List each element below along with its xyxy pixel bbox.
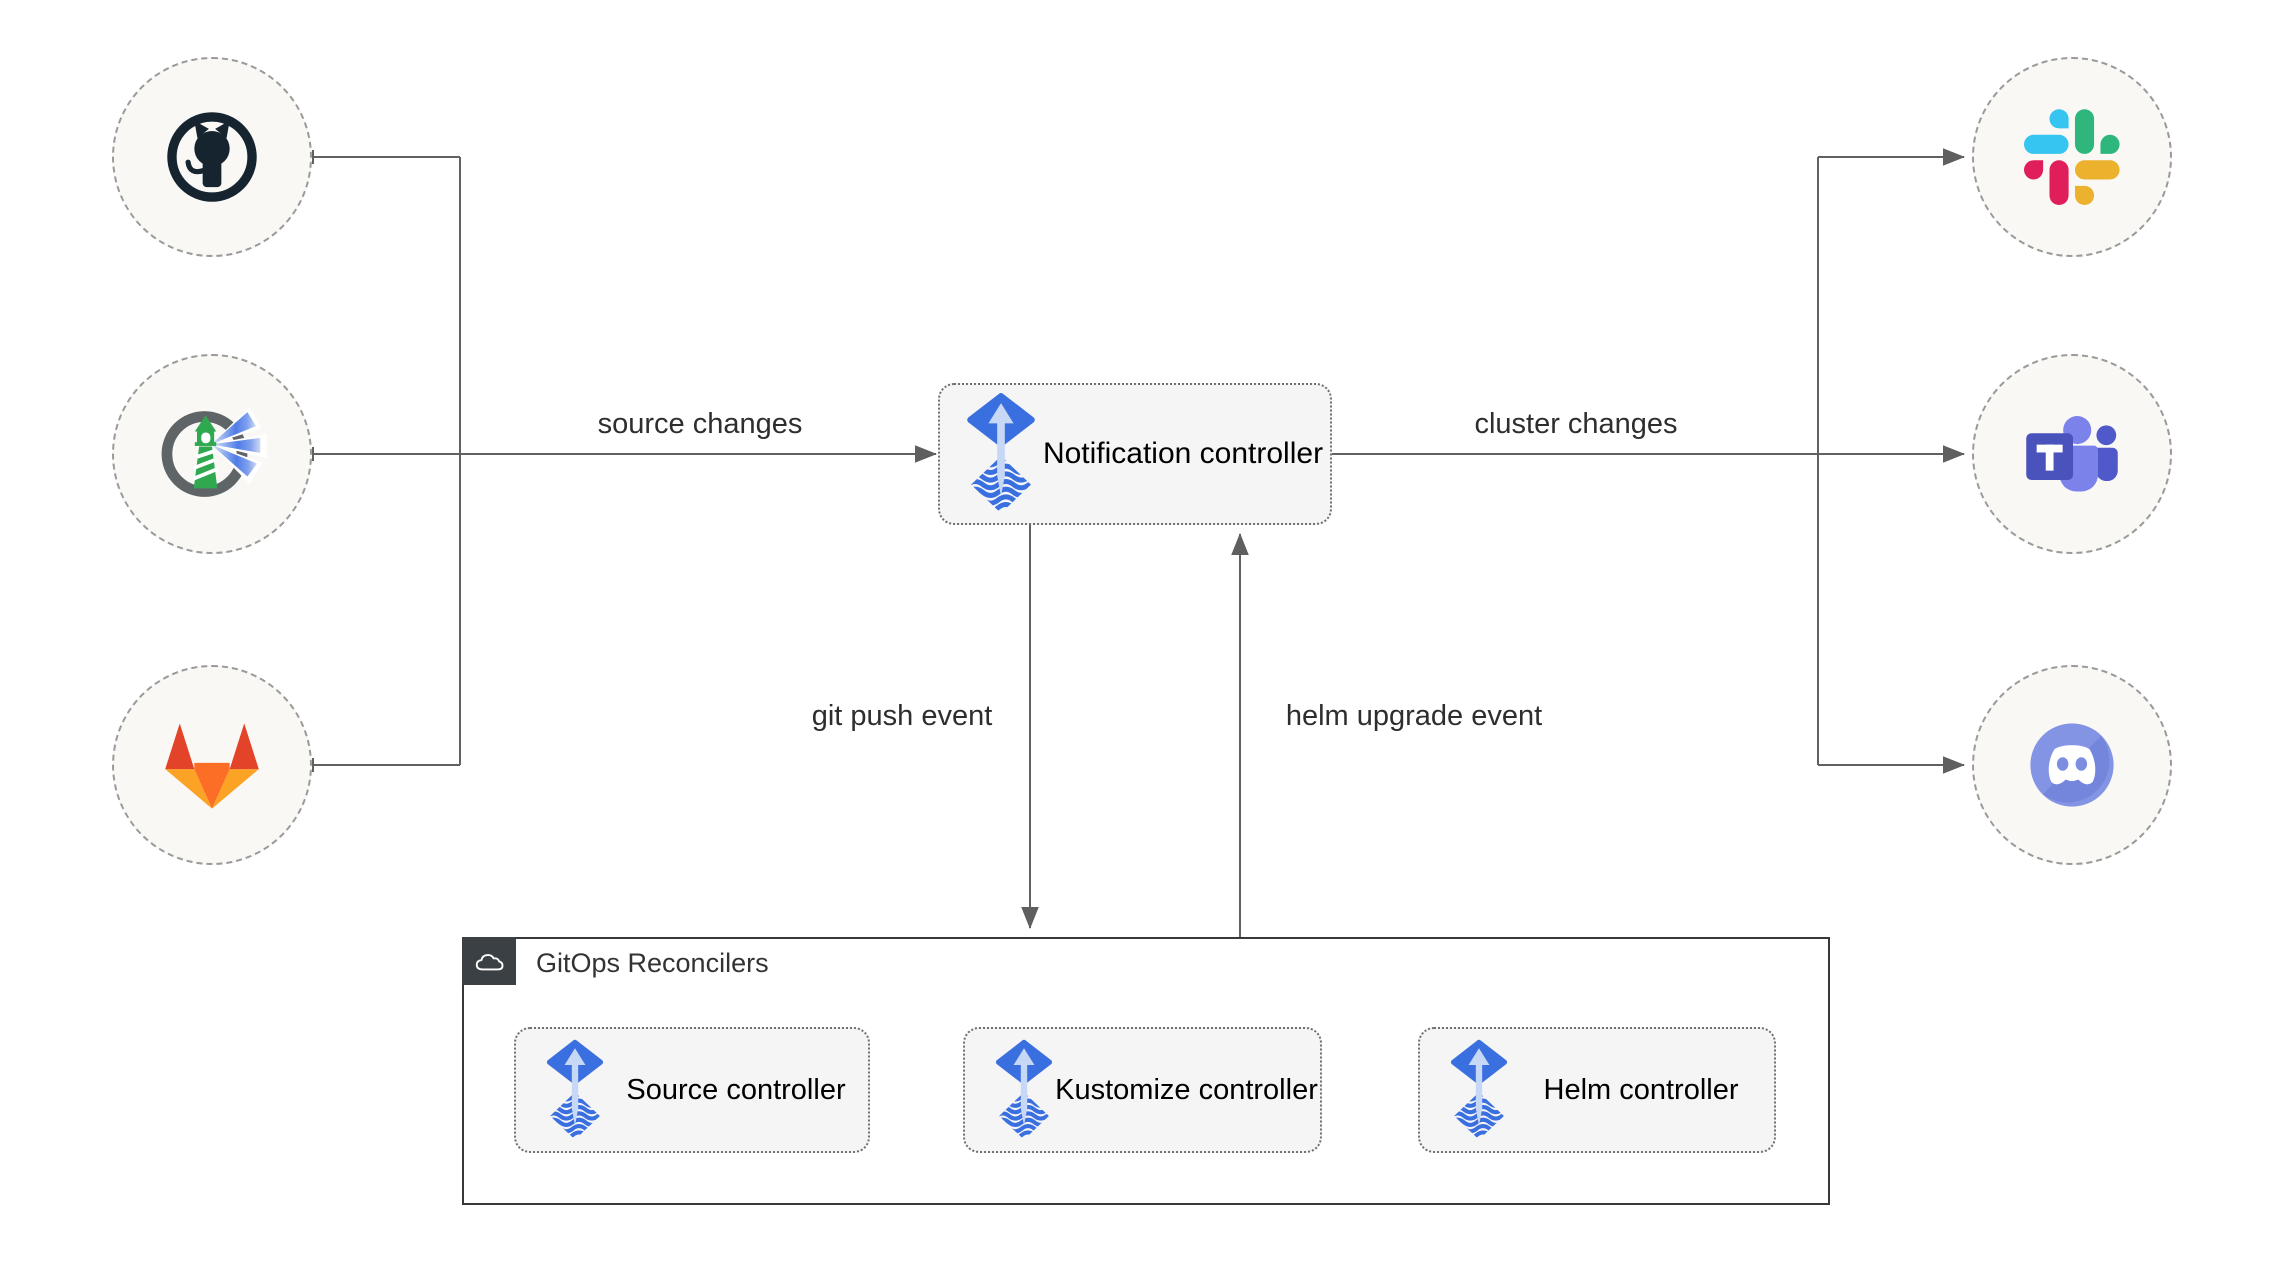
cluster-changes-label: cluster changes	[1474, 408, 1678, 440]
harbor-node	[112, 354, 312, 554]
kustomize-controller-node: Kustomize controller	[963, 1027, 1322, 1153]
source-controller-node: Source controller	[514, 1027, 870, 1153]
gitlab-icon	[165, 723, 259, 809]
helm-upgrade-event-label: helm upgrade event	[1285, 700, 1543, 732]
cloud-icon	[475, 954, 504, 971]
notification-controller-label: Notification controller	[1042, 437, 1324, 470]
gitlab-node	[112, 665, 312, 865]
notification-controller-node: Notification controller	[938, 383, 1332, 525]
flux-icon	[546, 1039, 604, 1142]
discord-icon	[2030, 723, 2114, 807]
gitops-reconcilers-title: GitOps Reconcilers	[536, 948, 769, 978]
source-controller-label: Source controller	[626, 1074, 846, 1106]
slack-node	[1972, 57, 2172, 257]
kustomize-controller-label: Kustomize controller	[1055, 1074, 1318, 1106]
helm-controller-node: Helm controller	[1418, 1027, 1776, 1153]
github-node	[112, 57, 312, 257]
github-icon	[167, 112, 257, 202]
flux-icon	[1450, 1039, 1508, 1142]
teams-node	[1972, 354, 2172, 554]
flux-icon	[995, 1039, 1053, 1142]
discord-node	[1972, 665, 2172, 865]
microsoft-teams-icon	[2026, 416, 2118, 492]
harbor-lighthouse-icon	[161, 406, 267, 497]
source-changes-label: source changes	[597, 408, 803, 440]
git-push-event-label: git push event	[811, 700, 993, 732]
helm-controller-label: Helm controller	[1543, 1074, 1739, 1106]
flux-icon	[966, 392, 1036, 516]
container-badge	[462, 937, 516, 985]
slack-icon	[2024, 109, 2120, 205]
